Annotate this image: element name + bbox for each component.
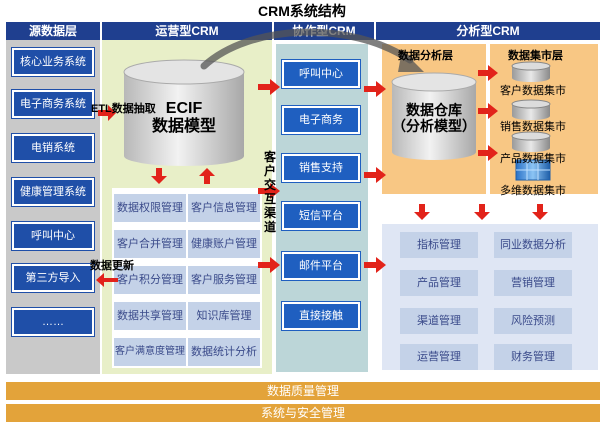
ecif-cylinder [123, 59, 245, 166]
mart-label-product: 产品数据集市 [500, 153, 566, 165]
red-arrows [96, 65, 548, 287]
mart-label-multidimensional: 多维数据集市 [500, 185, 566, 197]
ecif-title: ECIF [165, 100, 203, 117]
ecif-subtitle: 数据模型 [151, 118, 216, 135]
data-warehouse-label: 数据仓库 （分析模型） [392, 102, 476, 134]
mart-cube-multidimensional [515, 159, 551, 181]
channel-item: 直接接触 [282, 302, 360, 330]
ops-item: 健康账户管理 [188, 230, 260, 258]
analysis-item: 营销管理 [494, 270, 572, 296]
data-analysis-layer-title: 数据分析层 [398, 50, 453, 62]
source-item: 健康管理系统 [12, 178, 94, 206]
channel-item: 短信平台 [282, 202, 360, 230]
ops-item: 客户信息管理 [188, 194, 260, 222]
system-security-bar: 系统与安全管理 [6, 404, 600, 422]
source-item: 呼叫中心 [12, 222, 94, 250]
analysis-item: 运营管理 [400, 344, 478, 370]
ops-item: 客户合并管理 [114, 230, 186, 258]
analysis-item: 财务管理 [494, 344, 572, 370]
mart-label-customer: 客户数据集市 [500, 85, 566, 97]
header-analytical: 分析型CRM [376, 22, 600, 40]
data-quality-bar: 数据质量管理 [6, 382, 600, 400]
data-warehouse-subtitle: （分析模型） [392, 118, 476, 134]
analysis-item: 同业数据分析 [494, 232, 572, 258]
channel-item: 呼叫中心 [282, 60, 360, 88]
data-warehouse-cylinder [391, 72, 477, 160]
data-mart-layer-title: 数据集市层 [508, 50, 563, 62]
source-item: 电子商务系统 [12, 90, 94, 118]
ops-item: 客户服务管理 [188, 266, 260, 294]
ops-item: 客户满意度管理 [114, 338, 186, 366]
mart-cylinder-customer [511, 61, 551, 82]
etl-label: ETL数据抽取 [91, 103, 156, 115]
analysis-item: 指标管理 [400, 232, 478, 258]
ops-item: 数据统计分析 [188, 338, 260, 366]
mart-cylinder-sales [511, 99, 551, 120]
ops-item: 知识库管理 [188, 302, 260, 330]
analysis-item: 风险预测 [494, 308, 572, 334]
source-item: 电销系统 [12, 134, 94, 162]
ops-item: 客户积分管理 [114, 266, 186, 294]
header-operational: 运营型CRM [102, 22, 272, 40]
ops-item: 数据共享管理 [114, 302, 186, 330]
mart-cylinder-product [511, 131, 551, 152]
data-warehouse-title: 数据仓库 [406, 102, 462, 118]
mart-label-sales: 销售数据集市 [500, 121, 566, 133]
ecif-label: ECIF 数据模型 [124, 100, 244, 136]
header-source: 源数据层 [6, 22, 100, 40]
ecif-to-warehouse-arrow [200, 28, 414, 70]
source-item: 第三方导入 [12, 264, 94, 292]
source-item: …… [12, 308, 94, 336]
analysis-item: 产品管理 [400, 270, 478, 296]
diagram-title: CRM系统结构 [258, 3, 346, 19]
channel-item: 邮件平台 [282, 252, 360, 280]
data-update-label: 数据更新 [90, 260, 134, 272]
channel-vertical-label: 客户交互渠道 [264, 150, 277, 234]
analysis-item: 渠道管理 [400, 308, 478, 334]
channel-item: 销售支持 [282, 154, 360, 182]
source-item: 核心业务系统 [12, 48, 94, 76]
ops-item: 数据权限管理 [114, 194, 186, 222]
channel-item: 电子商务 [282, 106, 360, 134]
